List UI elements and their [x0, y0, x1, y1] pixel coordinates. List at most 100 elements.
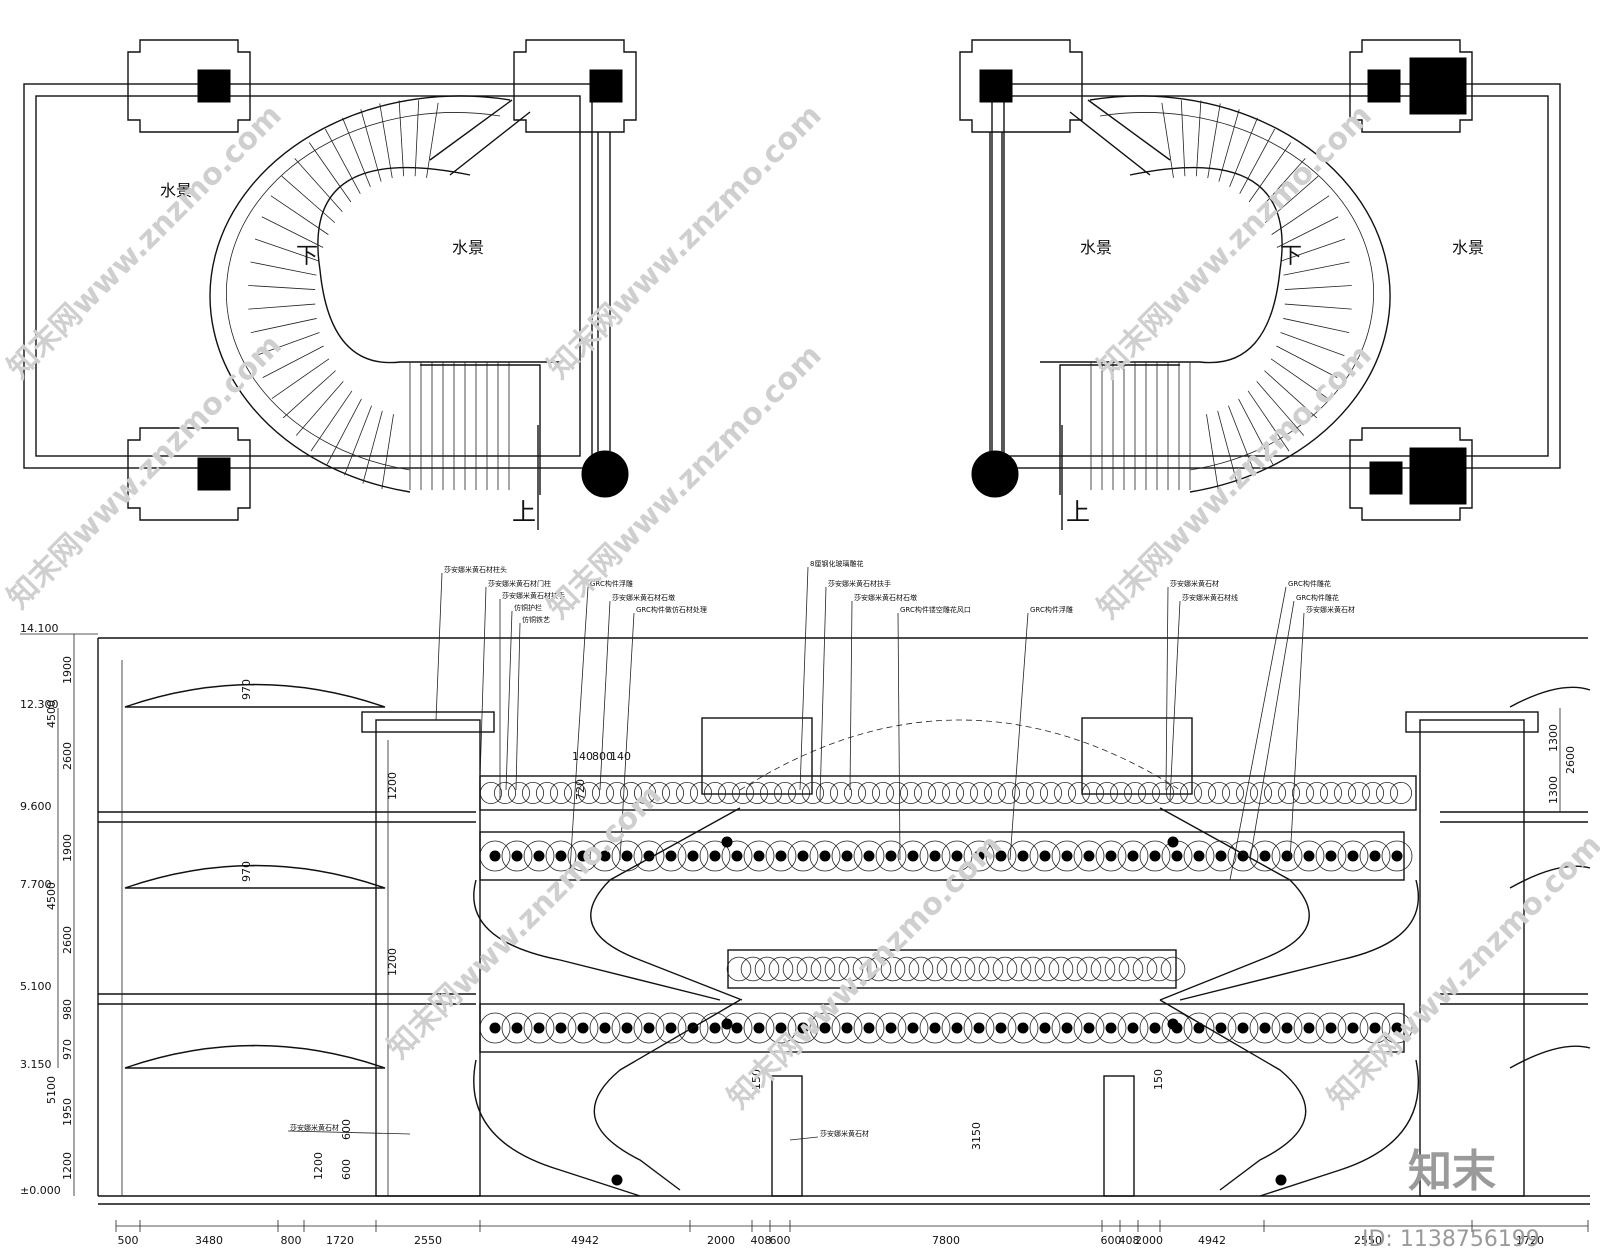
- ornament: [919, 1012, 951, 1044]
- column: [589, 69, 623, 103]
- dim-label: 1300: [1547, 724, 1560, 752]
- leader-line: [799, 566, 809, 791]
- stair-tread: [1284, 303, 1352, 310]
- ornament: [897, 840, 929, 872]
- asset-id: ID: 1138756199: [1362, 1227, 1540, 1252]
- ornament: [731, 1022, 743, 1034]
- ornament: [885, 1022, 897, 1034]
- dim-label: 4500: [45, 700, 58, 728]
- stair-tread: [381, 414, 394, 490]
- dim-label: 1200: [386, 948, 399, 976]
- label-up: 上: [1066, 498, 1090, 526]
- leader-line: [1249, 600, 1295, 861]
- ornament: [973, 1022, 985, 1034]
- leader-line: [515, 622, 521, 791]
- right-plan-boundary: [991, 83, 1561, 469]
- skylight-dome: [124, 1044, 386, 1069]
- dim-label: 720: [574, 779, 587, 800]
- ornament: [754, 956, 780, 982]
- leader-line: [569, 586, 589, 871]
- ornament: [665, 1022, 677, 1034]
- ornament: [717, 781, 741, 805]
- stair-lower-flight: [1059, 364, 1180, 495]
- dim-label: 970: [61, 1039, 74, 1060]
- ornament: [1259, 850, 1271, 862]
- ornament: [1347, 781, 1371, 805]
- watermark: 知末网www.znzmo.com: [541, 98, 829, 386]
- stair-tread: [362, 410, 383, 484]
- ornament: [703, 781, 727, 805]
- ornament: [1048, 956, 1074, 982]
- dim-label: 970: [240, 679, 253, 700]
- ornament: [1319, 781, 1343, 805]
- stair-tread: [1283, 261, 1350, 276]
- dim-label: 1900: [61, 656, 74, 684]
- ornament: [810, 956, 836, 982]
- ornament: [677, 840, 709, 872]
- stair-tread: [1280, 238, 1346, 262]
- dim-label: 4500: [45, 882, 58, 910]
- skylight-dome: [124, 683, 386, 708]
- ornament: [709, 850, 721, 862]
- section-elevation: [97, 637, 1591, 1205]
- ornament: [1221, 781, 1245, 805]
- left-stair-plan: 水景 水景 下 上: [23, 39, 637, 530]
- annotation-label: GRC构件雕花: [1288, 579, 1331, 588]
- curved-stair: [1179, 879, 1420, 1001]
- ornament: [857, 781, 881, 805]
- level-label: 7.700: [20, 878, 52, 891]
- ornament: [535, 781, 559, 805]
- ornament: [880, 956, 906, 982]
- column: [979, 69, 1013, 103]
- ornament: [992, 956, 1018, 982]
- ornament: [983, 781, 1007, 805]
- ornament: [489, 1022, 501, 1034]
- ornament: [687, 850, 699, 862]
- ornament: [1193, 781, 1217, 805]
- ornament: [787, 781, 811, 805]
- skylight-dome: [124, 864, 386, 889]
- ornament: [1281, 1022, 1293, 1034]
- label-water-feature: 水景: [1452, 238, 1484, 257]
- annotation-label: 仿铜铁艺: [522, 615, 550, 624]
- ornament: [555, 1022, 567, 1034]
- dim-label: 1720: [1516, 1234, 1544, 1247]
- leader-line: [1165, 586, 1169, 791]
- stair-tread: [1206, 414, 1219, 490]
- ornament: [809, 840, 841, 872]
- ornament: [1227, 1012, 1259, 1044]
- ornament: [1083, 1022, 1095, 1034]
- annotation-label: 莎安娜米黄石材: [1306, 605, 1355, 614]
- frieze-ornament: [479, 781, 1413, 1044]
- ornament: [605, 781, 629, 805]
- ornament: [964, 956, 990, 982]
- stair-tread: [1283, 318, 1350, 334]
- leader-line: [505, 610, 513, 791]
- ornament: [1165, 781, 1189, 805]
- ornament: [591, 781, 615, 805]
- ornament: [1375, 781, 1399, 805]
- ornament: [1183, 1012, 1215, 1044]
- ornament: [633, 1012, 665, 1044]
- label-down: 下: [1280, 244, 1302, 269]
- ornament: [577, 850, 589, 862]
- ornament: [721, 1012, 753, 1044]
- ornament: [922, 956, 948, 982]
- stair-tread: [261, 216, 324, 248]
- dim-label: 2600: [61, 742, 74, 770]
- ornament: [819, 1022, 831, 1034]
- ornament: [743, 840, 775, 872]
- ornament: [907, 850, 919, 862]
- dim-label: 600: [1101, 1234, 1122, 1247]
- brand-logo: 知末: [1408, 1146, 1496, 1197]
- ornament: [507, 781, 531, 805]
- ornament: [787, 840, 819, 872]
- ornament: [589, 1012, 621, 1044]
- ornament: [1105, 850, 1117, 862]
- ornament: [577, 781, 601, 805]
- annotation-label: 莎安娜米黄石材石墩: [612, 593, 675, 602]
- ornament: [768, 956, 794, 982]
- ornament: [875, 1012, 907, 1044]
- column-pad: [1349, 39, 1473, 133]
